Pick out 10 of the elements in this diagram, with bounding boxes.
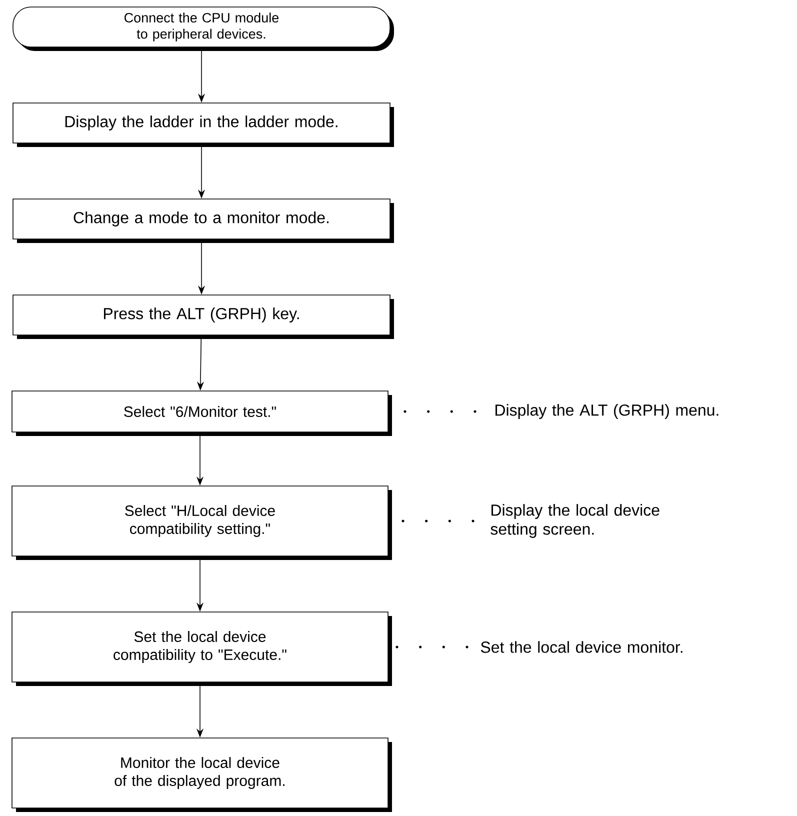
process-box: Set the local device compatibility to "Execute." (12, 612, 392, 686)
process-box: Display the ladder in the ladder mode. (12, 102, 394, 147)
process-box: Press the ALT (GRPH) key. (12, 294, 394, 339)
note-text: Display the ALT (GRPH) menu. (496, 404, 718, 419)
process-box: Select "6/Monitor test." (12, 390, 392, 436)
process-box: Select "H/Local device compatibility setting." (12, 486, 392, 560)
note-text: Display the local device setting screen. (490, 504, 660, 538)
process-box: Monitor the local device of the displayed program. (12, 738, 392, 812)
process-box: Change a mode to a monitor mode. (12, 198, 394, 243)
note-text: Set the local device monitor. (480, 641, 682, 653)
